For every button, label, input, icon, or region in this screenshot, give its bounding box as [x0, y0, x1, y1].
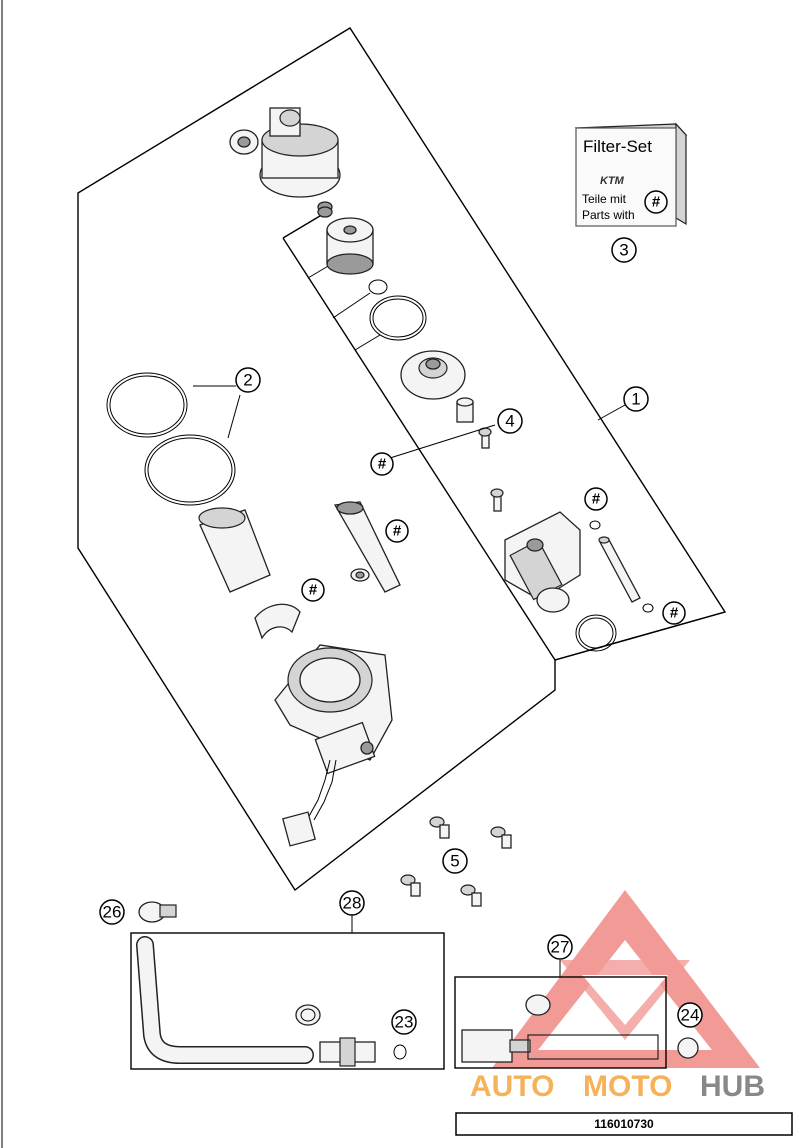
assembly-outline [77, 27, 727, 892]
screw-5a [429, 816, 450, 839]
filter-set-title: Filter-Set [583, 137, 652, 156]
fuel-hose-28 [136, 936, 314, 1064]
hose-27 [527, 1034, 659, 1060]
svg-text:5: 5 [450, 852, 459, 871]
screw-motor [490, 488, 504, 512]
washer-top [589, 520, 601, 530]
box-28 [130, 932, 445, 1070]
washer-bottom [642, 603, 654, 613]
watermark-logo [492, 890, 760, 1068]
watermark-chevron-inner [582, 975, 668, 1025]
hose-clamp-26 [138, 901, 177, 923]
hash-mark-5: # [662, 601, 686, 625]
svg-text:2: 2 [243, 371, 252, 390]
fuel-filter [326, 217, 374, 275]
screw-5c [400, 874, 421, 897]
leader-2b [227, 394, 241, 439]
svg-text:23: 23 [395, 1013, 414, 1032]
oring-bottom [575, 614, 617, 652]
strainer-element [333, 501, 401, 593]
filter-set-hash-circle [644, 190, 668, 214]
oring-23 [393, 1044, 407, 1060]
svg-text:27: 27 [551, 938, 570, 957]
callout-23: 23 [391, 1009, 417, 1035]
callout-2: 2 [235, 367, 261, 393]
svg-text:3: 3 [619, 241, 628, 260]
screws-5 [400, 816, 512, 907]
hose-clamp-27 [525, 994, 551, 1016]
pump-flange [400, 350, 466, 400]
svg-text:#: # [592, 491, 601, 508]
oring-large [369, 295, 427, 341]
watermark-hub: HUB [700, 1070, 765, 1103]
protective-sleeve [198, 507, 271, 593]
screw-5b [490, 826, 512, 849]
screw-5d [460, 884, 482, 907]
fuel-tube-rod [598, 536, 641, 603]
diagram-code: 116010730 [594, 1117, 654, 1131]
svg-text:26: 26 [103, 903, 122, 922]
callout-28: 28 [339, 890, 365, 916]
item1-box-bottom [554, 611, 726, 661]
callout-27: 27 [547, 934, 573, 960]
hash-mark-2: # [385, 519, 409, 543]
hash-mark-4: # [584, 487, 608, 511]
wiring-connector [282, 759, 337, 847]
leader-oring-small [332, 292, 371, 319]
svg-text:4: 4 [505, 412, 514, 431]
fuel-pump-head [229, 107, 341, 198]
gasket-set-2 [106, 372, 236, 506]
pump-housing [274, 644, 393, 775]
svg-text:24: 24 [681, 1006, 700, 1025]
filter-set-line1: Teile mit [582, 192, 627, 206]
svg-text:1: 1 [631, 390, 640, 409]
watermark-moto: MOTO [583, 1070, 672, 1103]
svg-text:#: # [378, 456, 387, 473]
pressure-regulator-sleeve [456, 397, 474, 423]
svg-text:#: # [309, 582, 318, 599]
spring [317, 201, 333, 218]
callout-3: 3 [611, 237, 637, 263]
callout-24: 24 [677, 1002, 703, 1028]
filter-set-hash: # [652, 194, 661, 211]
small-screw-4 [478, 427, 492, 449]
callout-1: 1 [597, 386, 649, 421]
filter-set-line2: Parts with [582, 208, 635, 222]
callout-4: 4 [389, 408, 523, 459]
callout-5: 5 [442, 848, 468, 874]
clamp-part [254, 603, 301, 640]
svg-text:#: # [670, 605, 679, 622]
hash-mark-3: # [301, 578, 325, 602]
svg-text:28: 28 [343, 894, 362, 913]
leader-oring-large [354, 334, 381, 351]
hose-fitting-28 [319, 1037, 376, 1067]
oring-small [368, 279, 388, 295]
hash-mark-1: # [370, 452, 394, 476]
hose-clamp-24 [677, 1037, 699, 1059]
oring-large-inner [372, 298, 424, 338]
filter-set-box: Filter-Set KTM Teile mit Parts with # [574, 122, 688, 227]
quick-connector-27 [461, 1029, 531, 1063]
pump-motor [504, 511, 581, 613]
diagram-code-box: 116010730 [455, 1112, 793, 1136]
filter-set-brand: KTM [600, 175, 625, 187]
svg-text:#: # [393, 523, 402, 540]
callout-26: 26 [99, 899, 125, 925]
watermark-text: AUTO MOTO HUB [470, 1070, 765, 1103]
watermark-auto: AUTO [470, 1070, 554, 1103]
hose-clamp-28 [295, 1004, 321, 1026]
